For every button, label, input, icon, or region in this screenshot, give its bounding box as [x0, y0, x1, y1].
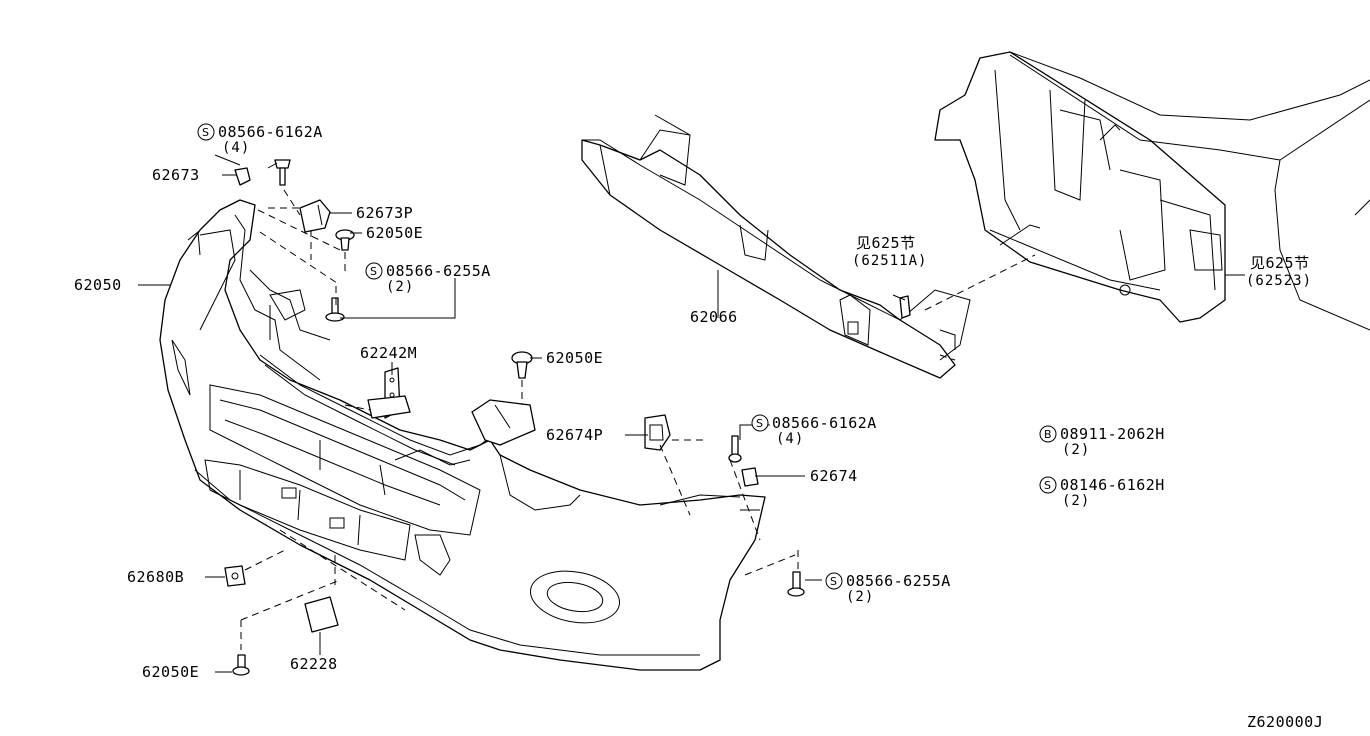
s-prefix-4-text: S [830, 575, 837, 588]
clip-62673 [234, 167, 251, 186]
body-edge [1009, 51, 1370, 331]
diagram-code: Z620000J [1247, 713, 1323, 731]
bumper-fascia [159, 199, 766, 671]
bracket-62242m [367, 367, 411, 419]
s-prefix-2 [365, 262, 383, 280]
label-bolt-mid-right: 08566-6162A [772, 414, 877, 432]
clip-62050e-mid [511, 351, 533, 379]
label-62680b: 62680B [127, 568, 184, 586]
label-ref-section-b-part: (62523) [1246, 273, 1312, 289]
bracket-62674p [644, 414, 671, 451]
b-prefix [1039, 425, 1057, 443]
right-bumper-bracket [471, 399, 536, 446]
label-bolt-bottom-right: 08566-6255A [846, 572, 951, 590]
label-ref-section-b: 见625节 [1250, 254, 1310, 272]
clip-62674 [741, 467, 759, 487]
s-prefix-5 [1039, 476, 1057, 494]
bumper-reinforcement [581, 114, 971, 379]
bolt-top-left [274, 159, 291, 186]
clip-62050e-bottom [232, 654, 250, 676]
label-62673p: 62673P [356, 204, 413, 222]
dashed-guides [240, 189, 1036, 650]
s-prefix-5-text: S [1044, 479, 1051, 492]
label-62228: 62228 [290, 655, 338, 673]
label-ref-section-a: 见625节 [856, 234, 916, 252]
s-prefix-4 [825, 572, 843, 590]
clip-62050e-top [335, 229, 355, 251]
s-prefix-1 [197, 123, 215, 141]
label-62050e-bottom: 62050E [142, 663, 199, 681]
label-62674p: 62674P [546, 426, 603, 444]
label-62674: 62674 [810, 467, 858, 485]
label-62050e-mid: 62050E [546, 349, 603, 367]
label-bolt-s-qty: (2) [1062, 493, 1090, 509]
s-prefix-3 [751, 414, 769, 432]
s-prefix-3-text: S [756, 417, 763, 430]
label-nut-b-qty: (2) [1062, 442, 1090, 458]
cover-62228 [304, 596, 339, 633]
label-62673: 62673 [152, 166, 200, 184]
s-prefix-1-text: S [202, 126, 209, 139]
label-bolt-bottom-right-qty: (2) [846, 589, 874, 605]
label-62242m: 62242M [360, 344, 417, 362]
radiator-core-support [934, 51, 1226, 323]
bolt-bottom-right [787, 571, 805, 597]
label-bolt-top-left: 08566-6162A [218, 123, 323, 141]
label-bolt-top-left-qty: (4) [222, 140, 250, 156]
b-prefix-text: B [1044, 428, 1052, 441]
label-bolt-mid-right-qty: (4) [776, 431, 804, 447]
s-prefix-2-text: S [370, 265, 377, 278]
label-62066: 62066 [690, 308, 738, 326]
label-bolt-mid-left: 08566-6255A [386, 262, 491, 280]
label-ref-section-a-part: (62511A) [852, 253, 927, 269]
label-nut-b: 08911-2062H [1060, 425, 1165, 443]
ref-bolt-62511a [899, 295, 911, 319]
label-62050e-top: 62050E [366, 224, 423, 242]
bracket-62680b [224, 565, 246, 587]
label-bolt-mid-left-qty: (2) [386, 279, 414, 295]
bracket-62673p [299, 199, 331, 233]
label-bolt-s: 08146-6162H [1060, 476, 1165, 494]
label-62050: 62050 [74, 276, 122, 294]
labels: S 08566-6162A (4) 62673 62673P 62050E S … [74, 123, 1323, 731]
bolt-mid-right [728, 435, 742, 463]
